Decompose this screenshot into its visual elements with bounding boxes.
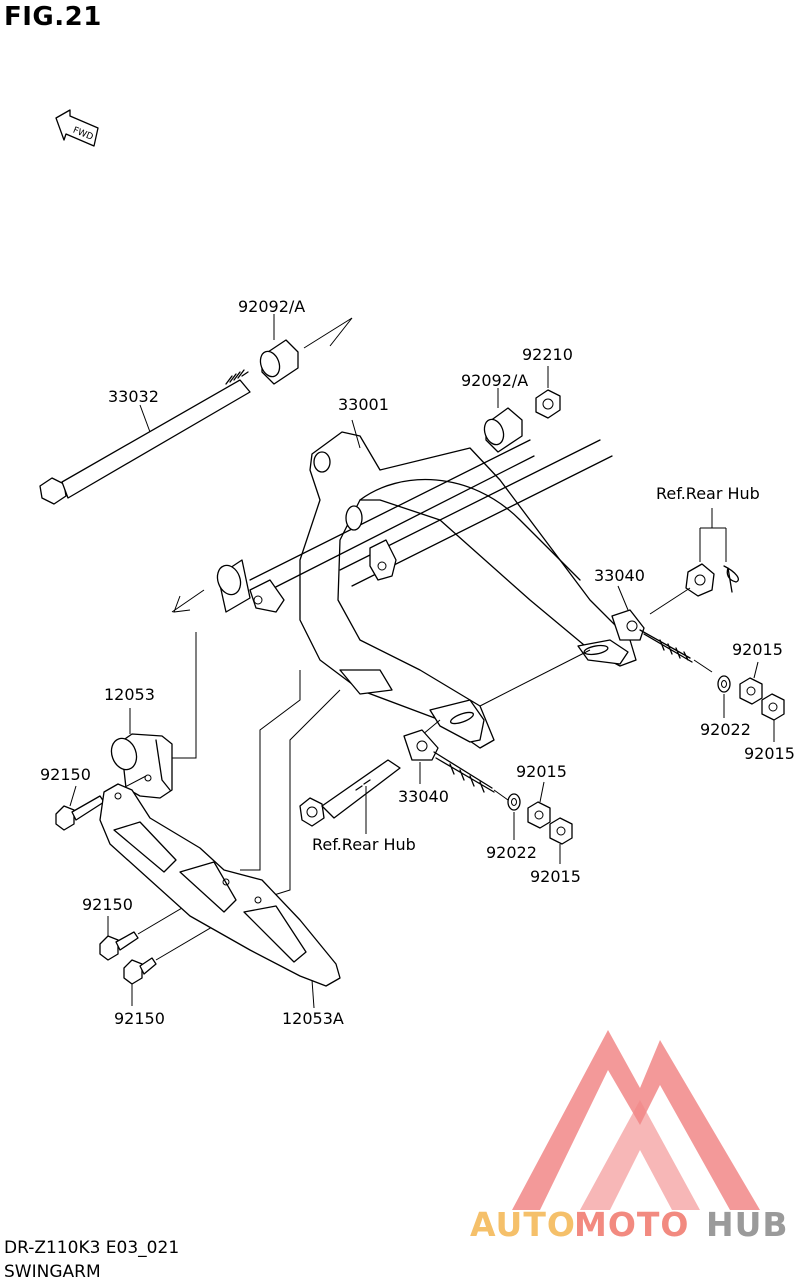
label-92015-right-1: 92015 — [732, 640, 783, 659]
label-92015-right-2: 92015 — [744, 744, 795, 763]
watermark-auto: AUTO — [470, 1205, 576, 1244]
watermark-hub: HUB — [706, 1205, 789, 1244]
part-ref-rear-hub-left — [299, 759, 401, 834]
part-92015-right-nut-2 — [761, 693, 785, 742]
part-92210-nut — [535, 366, 561, 419]
label-ref-rear-hub-right: Ref.Rear Hub — [656, 484, 760, 503]
watermark-logo — [512, 1030, 760, 1210]
label-33040-right: 33040 — [594, 566, 645, 585]
label-92015-left-1: 92015 — [516, 762, 567, 781]
part-92092a-right-bushing — [483, 388, 523, 453]
label-92015-left-2: 92015 — [530, 867, 581, 886]
label-33001: 33001 — [338, 395, 389, 414]
label-92150-3: 92150 — [114, 1009, 165, 1028]
part-33040-right-adjuster — [611, 585, 713, 673]
part-labels: 92092/A 33032 92210 92092/A 33001 Ref.Re… — [40, 297, 795, 1028]
part-ref-rear-hub-right — [649, 508, 739, 615]
watermark-text: AUTO MOTO HUB — [470, 1205, 789, 1244]
label-33040-left: 33040 — [398, 787, 449, 806]
fwd-arrow-icon: FWD — [55, 109, 99, 147]
watermark-moto: MOTO — [574, 1205, 689, 1244]
model-code: DR-Z110K3 E03_021 — [4, 1238, 180, 1258]
label-92150-2: 92150 — [82, 895, 133, 914]
part-12053a-chain-guard — [99, 783, 341, 1009]
part-33032-pivot-bolt — [39, 369, 251, 505]
label-ref-rear-hub-left: Ref.Rear Hub — [312, 835, 416, 854]
label-92150-1: 92150 — [40, 765, 91, 784]
part-92015-right-nut-1 — [739, 661, 763, 705]
label-92022-left: 92022 — [486, 843, 537, 862]
label-33032: 33032 — [108, 387, 159, 406]
part-92022-right-washer — [717, 675, 731, 718]
part-12053-chain-buffer — [110, 708, 173, 799]
label-92210: 92210 — [522, 345, 573, 364]
label-92092a-right: 92092/A — [461, 371, 528, 390]
part-92022-left-washer — [507, 793, 521, 840]
section-name: SWINGARM — [4, 1262, 101, 1282]
part-92092a-left-bushing — [259, 314, 353, 385]
part-33001-swingarm — [171, 419, 637, 749]
label-92022-right: 92022 — [700, 720, 751, 739]
figure-title: FIG.21 — [4, 2, 102, 32]
part-92015-left-nut-1 — [527, 781, 551, 829]
label-12053: 12053 — [104, 685, 155, 704]
part-33040-left-adjuster — [403, 729, 509, 801]
label-92092a-left: 92092/A — [238, 297, 305, 316]
part-92015-left-nut-2 — [549, 817, 573, 864]
label-12053a: 12053A — [282, 1009, 344, 1028]
